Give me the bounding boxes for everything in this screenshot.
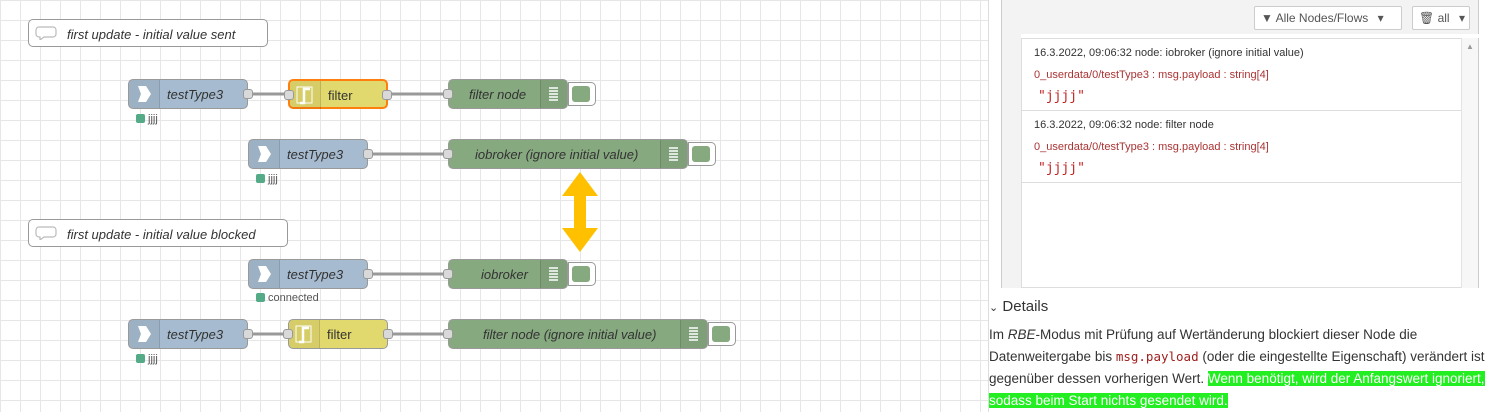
debug-toggle-button[interactable] bbox=[568, 262, 596, 286]
wires bbox=[248, 92, 598, 336]
list-icon bbox=[540, 260, 567, 288]
double-arrow-icon bbox=[562, 172, 598, 252]
chevron-down-icon: ▾ bbox=[1458, 11, 1465, 25]
node-label: filter bbox=[327, 327, 352, 342]
output-port[interactable] bbox=[243, 89, 253, 99]
details-text: Im RBE-Modus mit Prüfung auf Wertänderun… bbox=[989, 327, 1485, 408]
inject-node-1[interactable]: testType3 bbox=[128, 79, 253, 109]
node-status: connected bbox=[256, 292, 319, 304]
output-port[interactable] bbox=[383, 329, 393, 339]
node-label: testType3 bbox=[167, 327, 224, 342]
output-port[interactable] bbox=[243, 329, 253, 339]
node-label: filter node bbox=[469, 87, 527, 102]
comment-icon bbox=[35, 226, 57, 240]
trash-icon: 🗑 bbox=[1419, 11, 1435, 25]
node-label: filter node (ignore initial value) bbox=[483, 327, 657, 342]
node-label: iobroker bbox=[481, 267, 528, 282]
comment-label: first update - initial value blocked bbox=[67, 227, 256, 242]
input-port[interactable] bbox=[284, 90, 294, 100]
inject-node-2[interactable]: testType3 bbox=[248, 139, 373, 169]
scrollbar[interactable]: ▲ bbox=[1461, 38, 1479, 288]
arrow-right-icon bbox=[249, 260, 280, 288]
output-port[interactable] bbox=[382, 90, 392, 100]
debug-toggle-button[interactable] bbox=[708, 322, 736, 346]
chevron-down-icon: ▾ bbox=[1377, 11, 1384, 25]
arrow-right-icon bbox=[129, 80, 160, 108]
comment-node-1[interactable]: first update - initial value sent bbox=[28, 19, 268, 47]
details-header[interactable]: ⌄ Details bbox=[989, 298, 1049, 315]
arrow-right-icon bbox=[249, 140, 280, 168]
list-icon bbox=[660, 140, 687, 168]
debug-sidebar: ▼ Alle Nodes/Flows ▾ 🗑 all ▾ 16.3.2022, … bbox=[988, 0, 1488, 412]
filter-nodes-dropdown[interactable]: ▼ Alle Nodes/Flows ▾ bbox=[1254, 6, 1402, 30]
comment-label: first update - initial value sent bbox=[67, 27, 236, 42]
node-label: iobroker (ignore initial value) bbox=[475, 147, 639, 162]
debug-toggle-button[interactable] bbox=[688, 142, 716, 166]
arrow-right-icon bbox=[129, 320, 160, 348]
input-port[interactable] bbox=[283, 329, 293, 339]
comment-node-2[interactable]: first update - initial value blocked bbox=[28, 219, 288, 247]
filter-icon bbox=[289, 320, 320, 348]
node-label: testType3 bbox=[167, 87, 224, 102]
list-icon bbox=[680, 320, 707, 348]
debug-message-list[interactable]: 16.3.2022, 09:06:32 node: iobroker (igno… bbox=[1021, 38, 1461, 288]
node-label: testType3 bbox=[287, 147, 344, 162]
clear-messages-button[interactable]: 🗑 all ▾ bbox=[1412, 6, 1470, 30]
flow-canvas[interactable]: first update - initial value sent testTy… bbox=[0, 0, 988, 412]
filter-icon bbox=[290, 81, 321, 109]
debug-node-3[interactable]: iobroker bbox=[443, 259, 568, 289]
output-port[interactable] bbox=[363, 269, 373, 279]
debug-message[interactable]: 16.3.2022, 09:06:32 node: iobroker (igno… bbox=[1022, 39, 1461, 111]
debug-toolbar: ▼ Alle Nodes/Flows ▾ 🗑 all ▾ bbox=[1001, 0, 1479, 34]
input-port[interactable] bbox=[443, 329, 453, 339]
debug-node-4[interactable]: filter node (ignore initial value) bbox=[443, 319, 708, 349]
debug-node-1[interactable]: filter node bbox=[443, 79, 568, 109]
inject-node-4[interactable]: testType3 bbox=[128, 319, 253, 349]
list-icon bbox=[540, 80, 567, 108]
debug-message[interactable]: 16.3.2022, 09:06:32 node: filter node 0_… bbox=[1022, 111, 1461, 183]
debug-toggle-button[interactable] bbox=[568, 82, 596, 106]
input-port[interactable] bbox=[443, 269, 453, 279]
inject-node-3[interactable]: testType3 bbox=[248, 259, 373, 289]
filter-icon: ▼ bbox=[1261, 11, 1273, 25]
output-port[interactable] bbox=[363, 149, 373, 159]
scroll-up-icon[interactable]: ▲ bbox=[1466, 42, 1474, 51]
filter-node-2[interactable]: filter bbox=[283, 319, 393, 349]
filter-node-1[interactable]: filter bbox=[284, 79, 392, 109]
node-status: jjjj bbox=[136, 353, 158, 365]
input-port[interactable] bbox=[443, 89, 453, 99]
node-label: testType3 bbox=[287, 267, 344, 282]
debug-node-2[interactable]: iobroker (ignore initial value) bbox=[443, 139, 688, 169]
node-status: jjjj bbox=[136, 113, 158, 125]
node-label: filter bbox=[328, 88, 353, 103]
comment-icon bbox=[35, 26, 57, 40]
node-status: jjjj bbox=[256, 173, 278, 185]
input-port[interactable] bbox=[443, 149, 453, 159]
chevron-down-icon: ⌄ bbox=[989, 302, 999, 314]
